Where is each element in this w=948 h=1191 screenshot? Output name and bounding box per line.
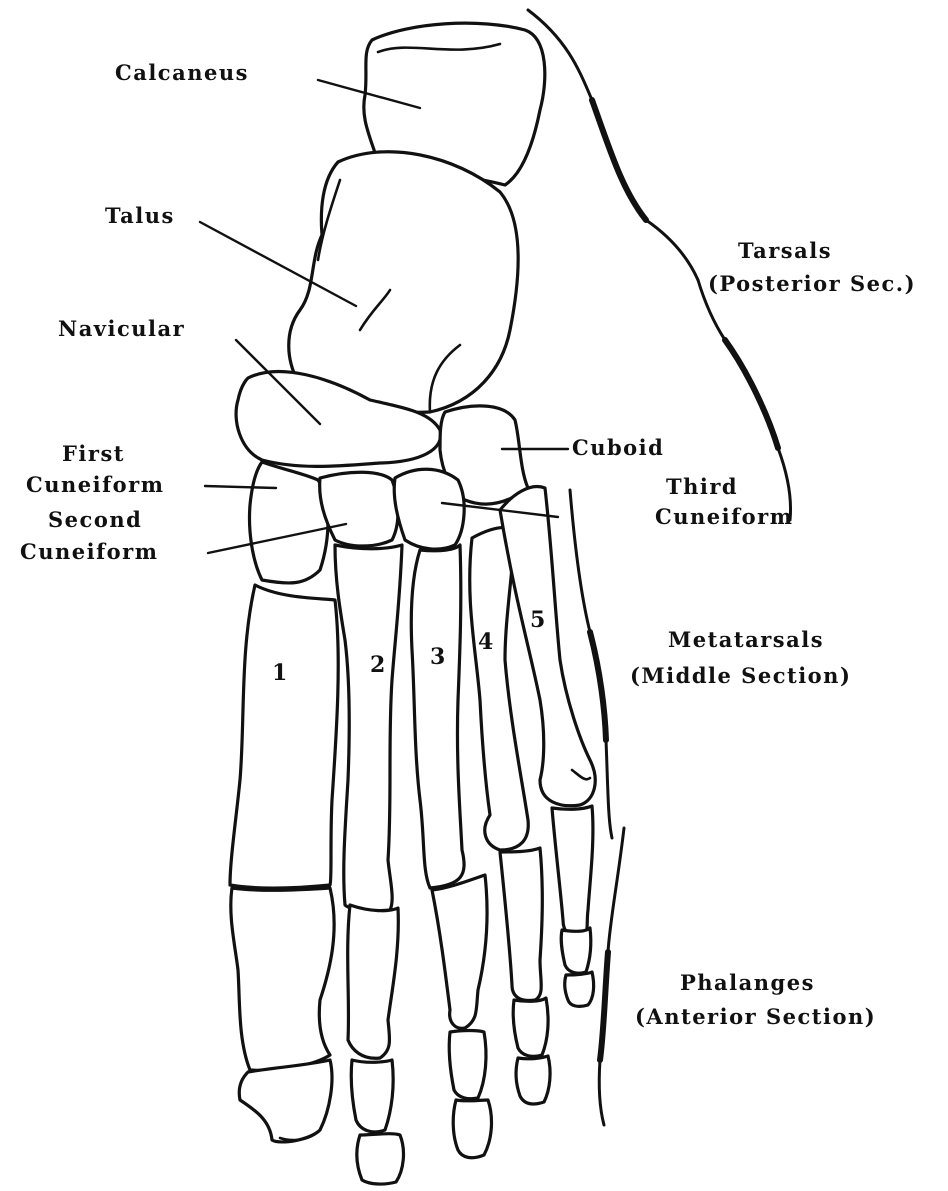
first-cuneiform-label-line1: First [62, 441, 125, 466]
phalanx-3-proximal-bone [432, 875, 487, 1028]
phalanx-4-proximal-bone [500, 848, 542, 1000]
second-cuneiform-label-line1: Second [48, 507, 142, 532]
metatarsal-number-2: 2 [370, 652, 385, 678]
talus-bone [289, 152, 518, 413]
second-cuneiform-bone [320, 472, 398, 546]
second-cuneiform-label-line2: Cuneiform [20, 539, 158, 564]
phalanx-1-distal-bone [239, 1060, 332, 1142]
metatarsal-number-5: 5 [530, 607, 545, 633]
first-cuneiform-bone [250, 462, 329, 583]
metatarsal-number-3: 3 [430, 644, 445, 670]
phalanx-5-distal-bone [565, 972, 594, 1006]
tarsals-label-line1: Tarsals [738, 238, 832, 263]
tarsals-label-line2: (Posterior Sec.) [708, 271, 916, 296]
phalanx-5-proximal-bone [552, 806, 593, 938]
third-cuneiform-label-line2: Cuneiform [655, 504, 793, 529]
phalanx-1-proximal-bone [231, 888, 334, 1070]
metatarsal-3-bone [411, 545, 464, 888]
navicular-label: Navicular [58, 316, 185, 341]
phalanx-2-proximal-bone [348, 905, 399, 1058]
calcaneus-label: Calcaneus [115, 60, 249, 85]
third-cuneiform-label-line1: Third [666, 474, 738, 499]
phalanx-3-middle-bone [449, 1031, 486, 1099]
phalanges-brace [599, 828, 624, 1125]
metatarsal-1-bone [230, 585, 338, 888]
metatarsals-label-line1: Metatarsals [668, 627, 824, 652]
first-cuneiform-label-line2: Cuneiform [26, 472, 164, 497]
talus-label: Talus [105, 203, 175, 228]
phalanges-label-line2: (Anterior Section) [635, 1004, 876, 1029]
phalanx-5-middle-bone [561, 928, 591, 973]
phalanges-label-line1: Phalanges [680, 970, 815, 995]
phalanx-3-distal-bone [453, 1100, 491, 1158]
metatarsal-2-bone [335, 545, 402, 911]
metatarsal-number-1: 1 [272, 660, 287, 686]
phalanx-4-middle-bone [513, 998, 548, 1056]
phalanx-2-distal-bone [357, 1134, 404, 1184]
third-cuneiform-bone [394, 469, 464, 549]
cuboid-label: Cuboid [572, 435, 664, 460]
phalanx-2-middle-bone [351, 1060, 393, 1132]
metatarsal-number-4: 4 [478, 629, 493, 655]
phalanx-4-distal-bone [516, 1056, 550, 1104]
metatarsals-label-line2: (Middle Section) [630, 663, 851, 688]
